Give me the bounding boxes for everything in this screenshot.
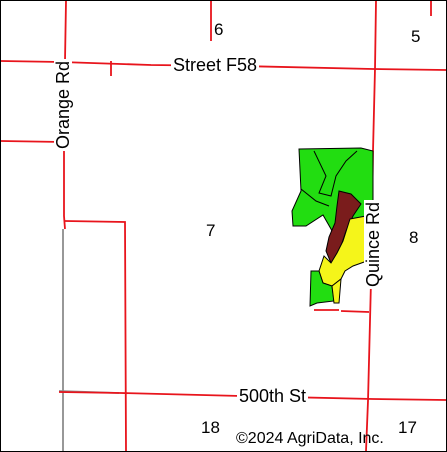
road-south-stub-2 <box>340 310 370 313</box>
soil-polygon-yellow-south <box>331 277 342 304</box>
minor-road-jog <box>64 220 127 451</box>
section-number-17: 17 <box>398 418 417 437</box>
section-number-8: 8 <box>409 228 419 247</box>
section-number-6: 6 <box>214 20 224 39</box>
road-label-orange-rd: Orange Rd <box>53 58 73 151</box>
field-soil-map[interactable] <box>291 147 374 307</box>
road-label-street-f58: Street F58 <box>171 55 260 75</box>
section-number-18: 18 <box>201 418 220 437</box>
road-west-edge <box>1 140 64 143</box>
soil-boundary-line-2 <box>300 188 330 207</box>
road-label-quince-rd: Quince Rd <box>363 199 383 289</box>
soil-boundary-line <box>313 150 358 197</box>
section-number-7: 7 <box>206 221 216 240</box>
road-label-500th-st: 500th St <box>237 386 309 406</box>
section-number-5: 5 <box>411 27 421 46</box>
copyright-text: ©2024 AgriData, Inc. <box>236 430 384 447</box>
soil-polygon-green-south <box>309 270 335 307</box>
